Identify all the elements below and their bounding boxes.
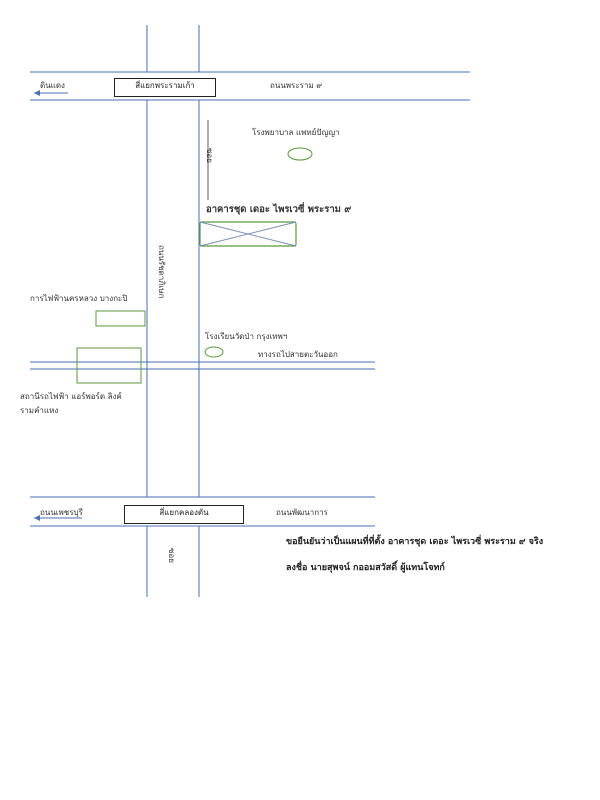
label-condo: อาคารชุด เดอะ ไพรเวซี่ พระราม ๙ — [206, 204, 352, 215]
certification-line2: ลงชื่อ นายสุพจน์ กออมสวัสดิ์ ผู้แทนโจทก์ — [286, 563, 445, 573]
label-din-daeng: ดินแดง — [40, 81, 65, 90]
label-airport-link-line1: สถานีรถไฟฟ้า แอร์พอร์ต ลิงค์ — [20, 392, 122, 401]
arrow-phetchaburi-icon — [34, 515, 82, 521]
egat-marker — [95, 310, 146, 327]
label-egat: การไฟฟ้านครหลวง บางกะปิ — [30, 294, 128, 303]
intersection-khlong-tan: สี่แยกคลองตัน — [124, 505, 244, 524]
condo-marker — [199, 221, 297, 247]
intersection-rama9: สี่แยกพระรามเก้า — [114, 78, 216, 97]
label-phetchaburi: ถนนเพชรบุรี — [40, 508, 83, 517]
arrow-din-daeng-icon — [34, 90, 68, 96]
label-airport-link-line2: รามคำแหง — [20, 406, 59, 415]
label-to-eastern-line: ทางรถไปสายตะวันออก — [258, 350, 338, 359]
certification-line1: ขอยืนยันว่าเป็นแผนที่ที่ตั้ง อาคารชุด เด… — [286, 537, 544, 547]
label-hospital: โรงพยาบาล แพทย์ปัญญา — [252, 128, 340, 137]
label-school: โรงเรียนวัดป่า กรุงเทพฯ — [205, 332, 288, 341]
hospital-marker — [287, 147, 313, 161]
label-soi-bottom: ซอย — [167, 548, 176, 563]
label-soi: ซอย — [205, 148, 214, 163]
label-rama9-road: ถนนพระราม ๙ — [270, 81, 323, 90]
label-ratchadaphisek: ถนนรัชดาภิเษก — [157, 245, 166, 299]
airport-link-station-marker — [76, 347, 142, 384]
school-marker — [204, 346, 224, 358]
label-phatthanakan: ถนนพัฒนาการ — [276, 508, 328, 517]
